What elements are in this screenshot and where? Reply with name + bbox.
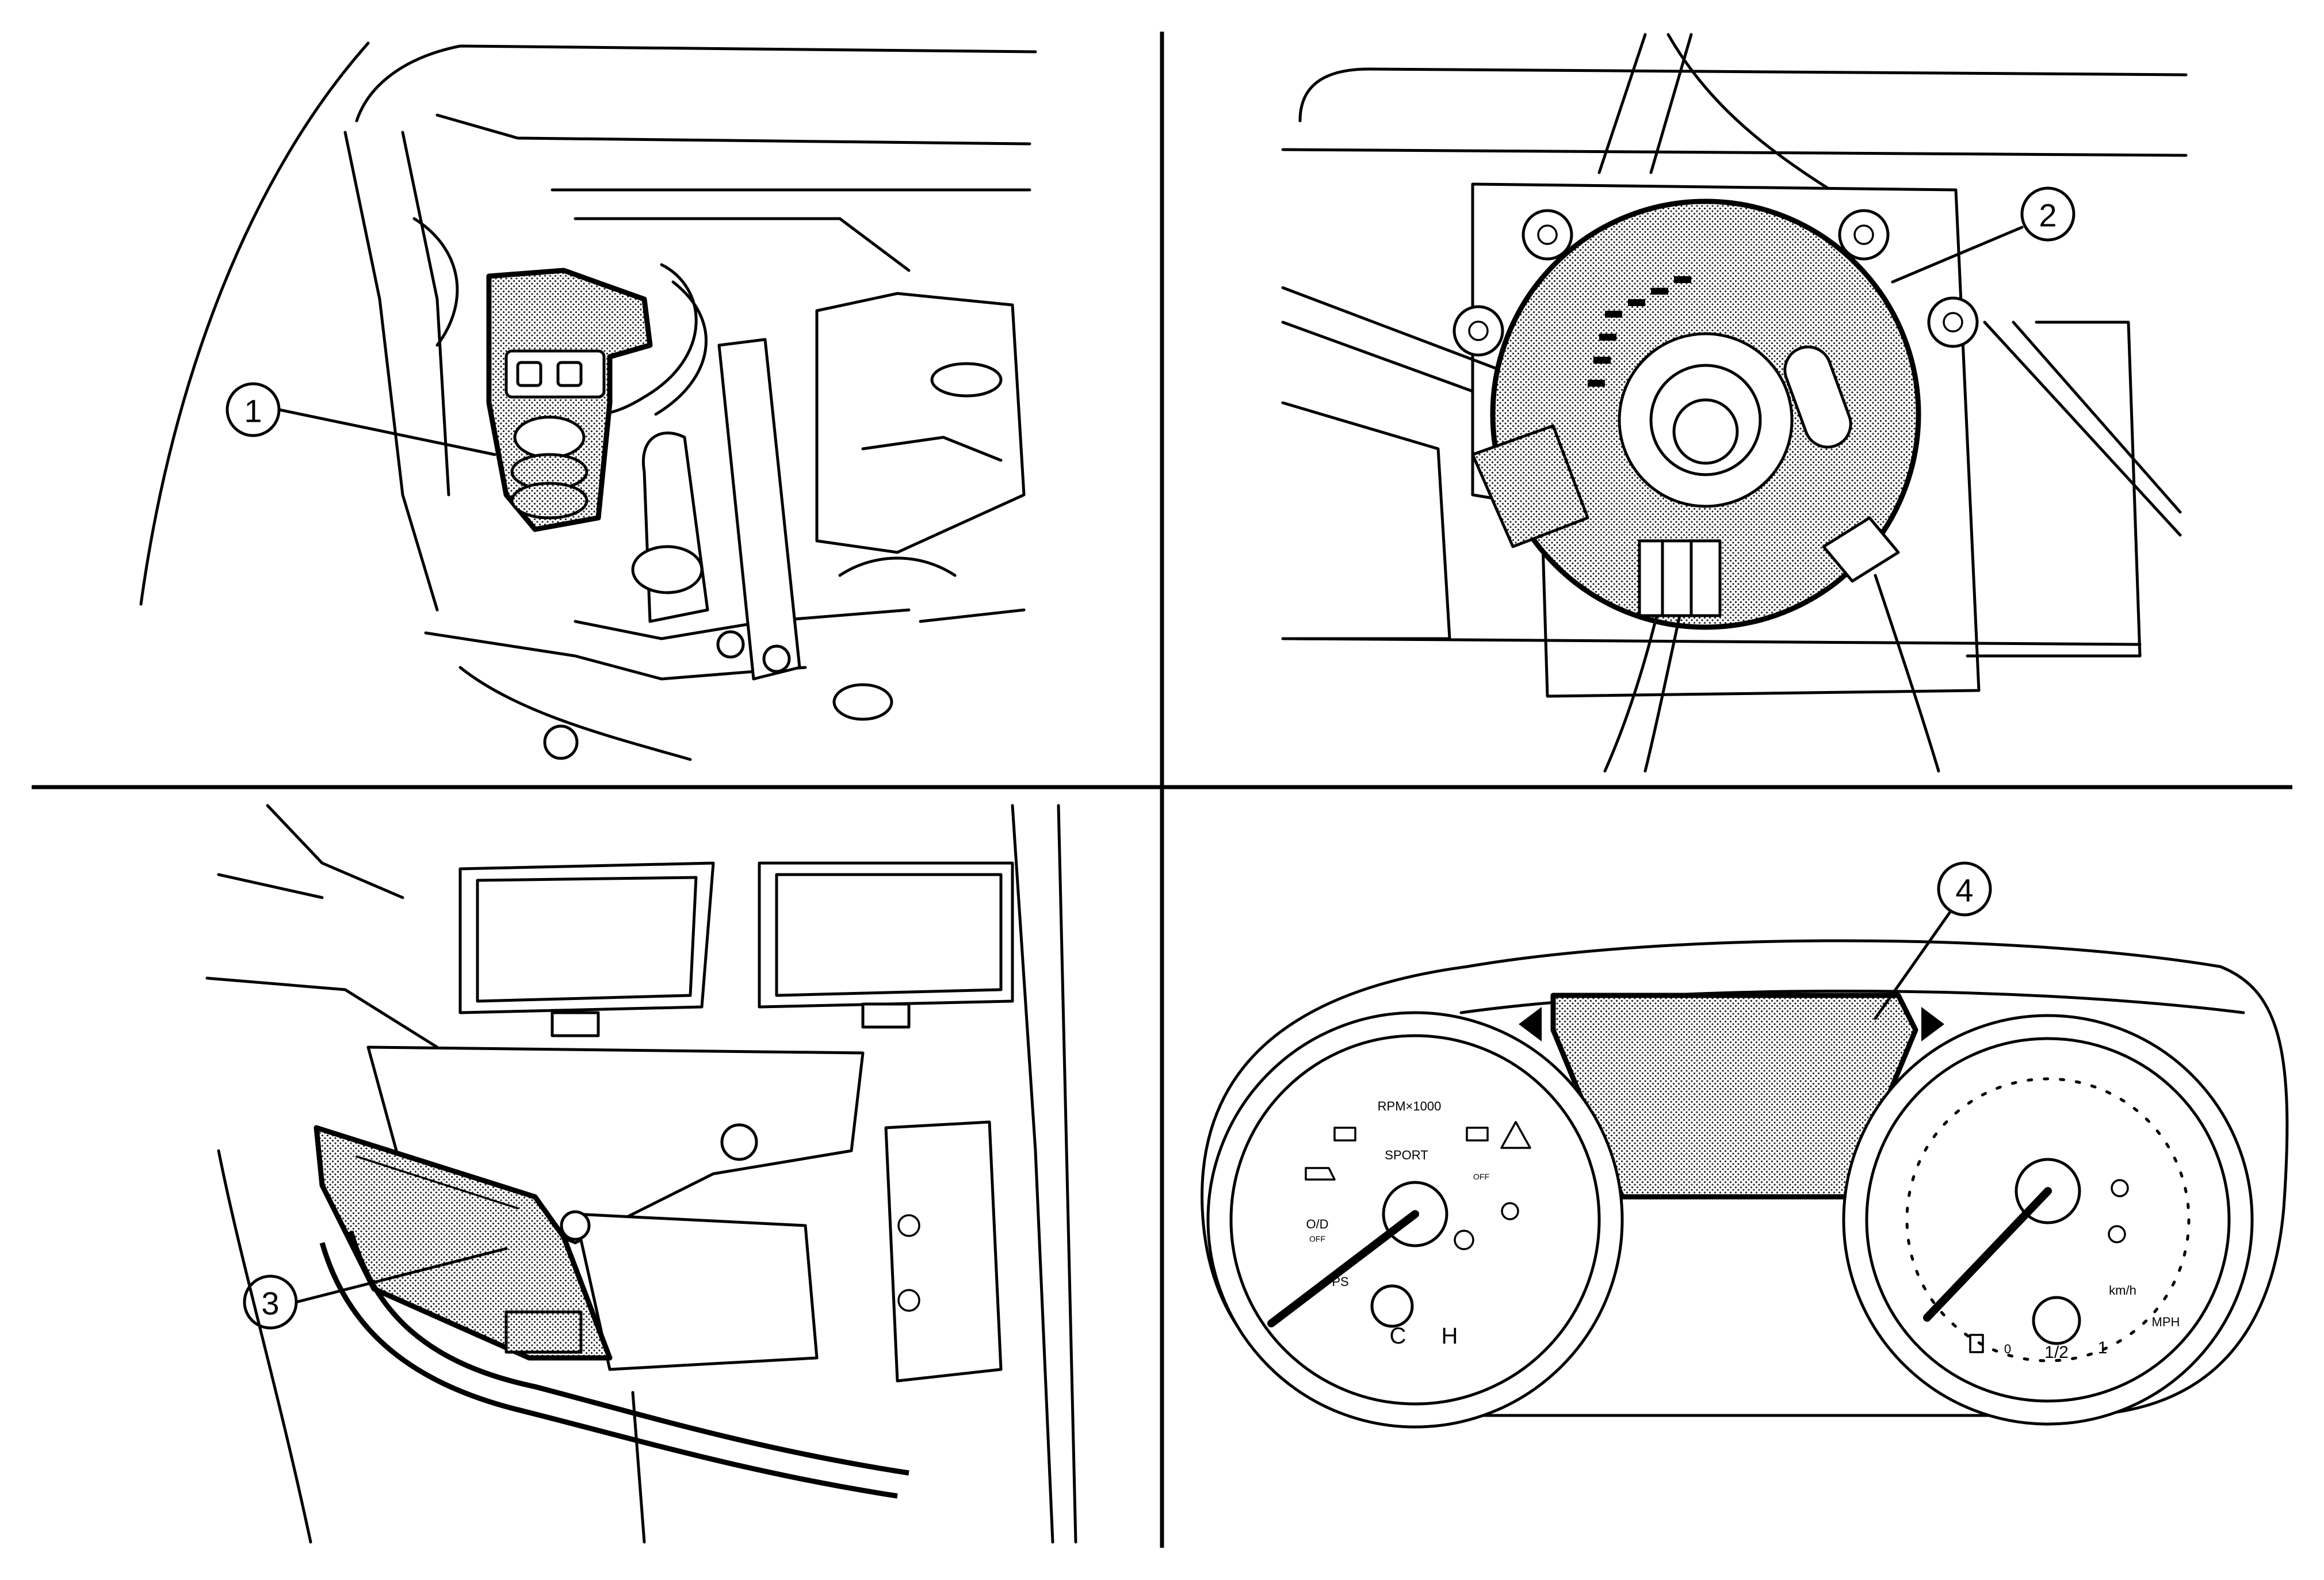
od-off-label: O/D: [1306, 1217, 1328, 1231]
fuel-half-label: 1/2: [2044, 1343, 2069, 1362]
engine-check-icon: [1305, 1167, 1336, 1181]
fuse-box-right: [758, 861, 1014, 1009]
airbag-icon: [2108, 1225, 2126, 1243]
panel-engine-bay-bottom: 3: [205, 804, 1077, 1544]
speed-unit-kmh: km/h: [2109, 1283, 2136, 1297]
fuel-empty-label: 0: [2004, 1342, 2011, 1356]
tachometer: RPM×1000 SPORT O/D OFF PS OFF C H: [1206, 1011, 1624, 1429]
fuse-box-left: [458, 861, 715, 1014]
support-bracket: [717, 338, 801, 681]
quadrant-dividers: [32, 32, 2292, 1548]
ecm-connectors: [884, 1120, 1003, 1383]
od-off-sub-label: OFF: [1309, 1234, 1325, 1243]
ps-label: PS: [1332, 1274, 1348, 1289]
engine-cover: [815, 292, 1026, 554]
callout-3-label: 3: [261, 1285, 279, 1322]
fuel-pump-icon: [1969, 1334, 1984, 1353]
speedometer: km/h MPH 0 1/2 1: [1842, 1014, 2254, 1426]
component-2-connector-bottom: [1638, 539, 1722, 617]
speed-tick-ring: [1905, 1077, 2191, 1363]
temp-hot-label: H: [1442, 1323, 1458, 1349]
callout-4-label: 4: [1955, 872, 1973, 909]
callout-1-circle: [225, 382, 281, 437]
slip-indicator-icon: [1501, 1202, 1519, 1220]
panel-steering-column: 2: [1281, 33, 2188, 773]
callout-2-label: 2: [2039, 197, 2057, 234]
speed-needle: [1923, 1187, 2052, 1322]
wiring-harness: [319, 1242, 898, 1499]
leader-line-3: [295, 1247, 508, 1304]
panel-engine-bay-top: 1: [139, 41, 1037, 761]
leader-line-2: [1891, 226, 2024, 284]
tire-pressure-icon: [1454, 1230, 1474, 1250]
component-3-body: [314, 1125, 613, 1361]
panel-combination-meter: 4 RPM×1000 SPORT O/D OFF PS OFF C H: [1201, 861, 2289, 1429]
component-3-ecm: [314, 1125, 613, 1361]
component-1-actuator: [486, 268, 653, 532]
ecm-housing: [574, 1212, 819, 1371]
vdc-off-label: OFF: [1473, 1172, 1489, 1181]
tach-needle: [1267, 1210, 1419, 1327]
turn-left-arrow-icon: [1519, 1007, 1542, 1041]
callout-1-label: 1: [244, 393, 262, 429]
callout-2-circle: [2020, 186, 2075, 242]
turn-right-arrow-icon: [1921, 1007, 1944, 1041]
speed-unit-mph: MPH: [2152, 1315, 2180, 1329]
master-warning-icon: [1500, 1121, 1531, 1149]
component-2-connector-left: [1471, 424, 1589, 548]
battery-icon: [1333, 1127, 1356, 1142]
leader-line-4: [1874, 910, 1952, 1020]
component-2-spiral-cable: [1471, 199, 1921, 630]
headlamp-icon: [1466, 1127, 1489, 1142]
tach-label: RPM×1000: [1378, 1099, 1442, 1113]
fuel-full-label: 1: [2098, 1338, 2108, 1357]
fender-arc: [139, 41, 370, 606]
callout-4-circle: [1937, 861, 1992, 917]
leader-line-1: [277, 408, 496, 456]
sport-indicator-label: SPORT: [1385, 1148, 1428, 1162]
seatbelt-icon: [2111, 1179, 2129, 1197]
temp-cold-label: C: [1390, 1323, 1406, 1349]
